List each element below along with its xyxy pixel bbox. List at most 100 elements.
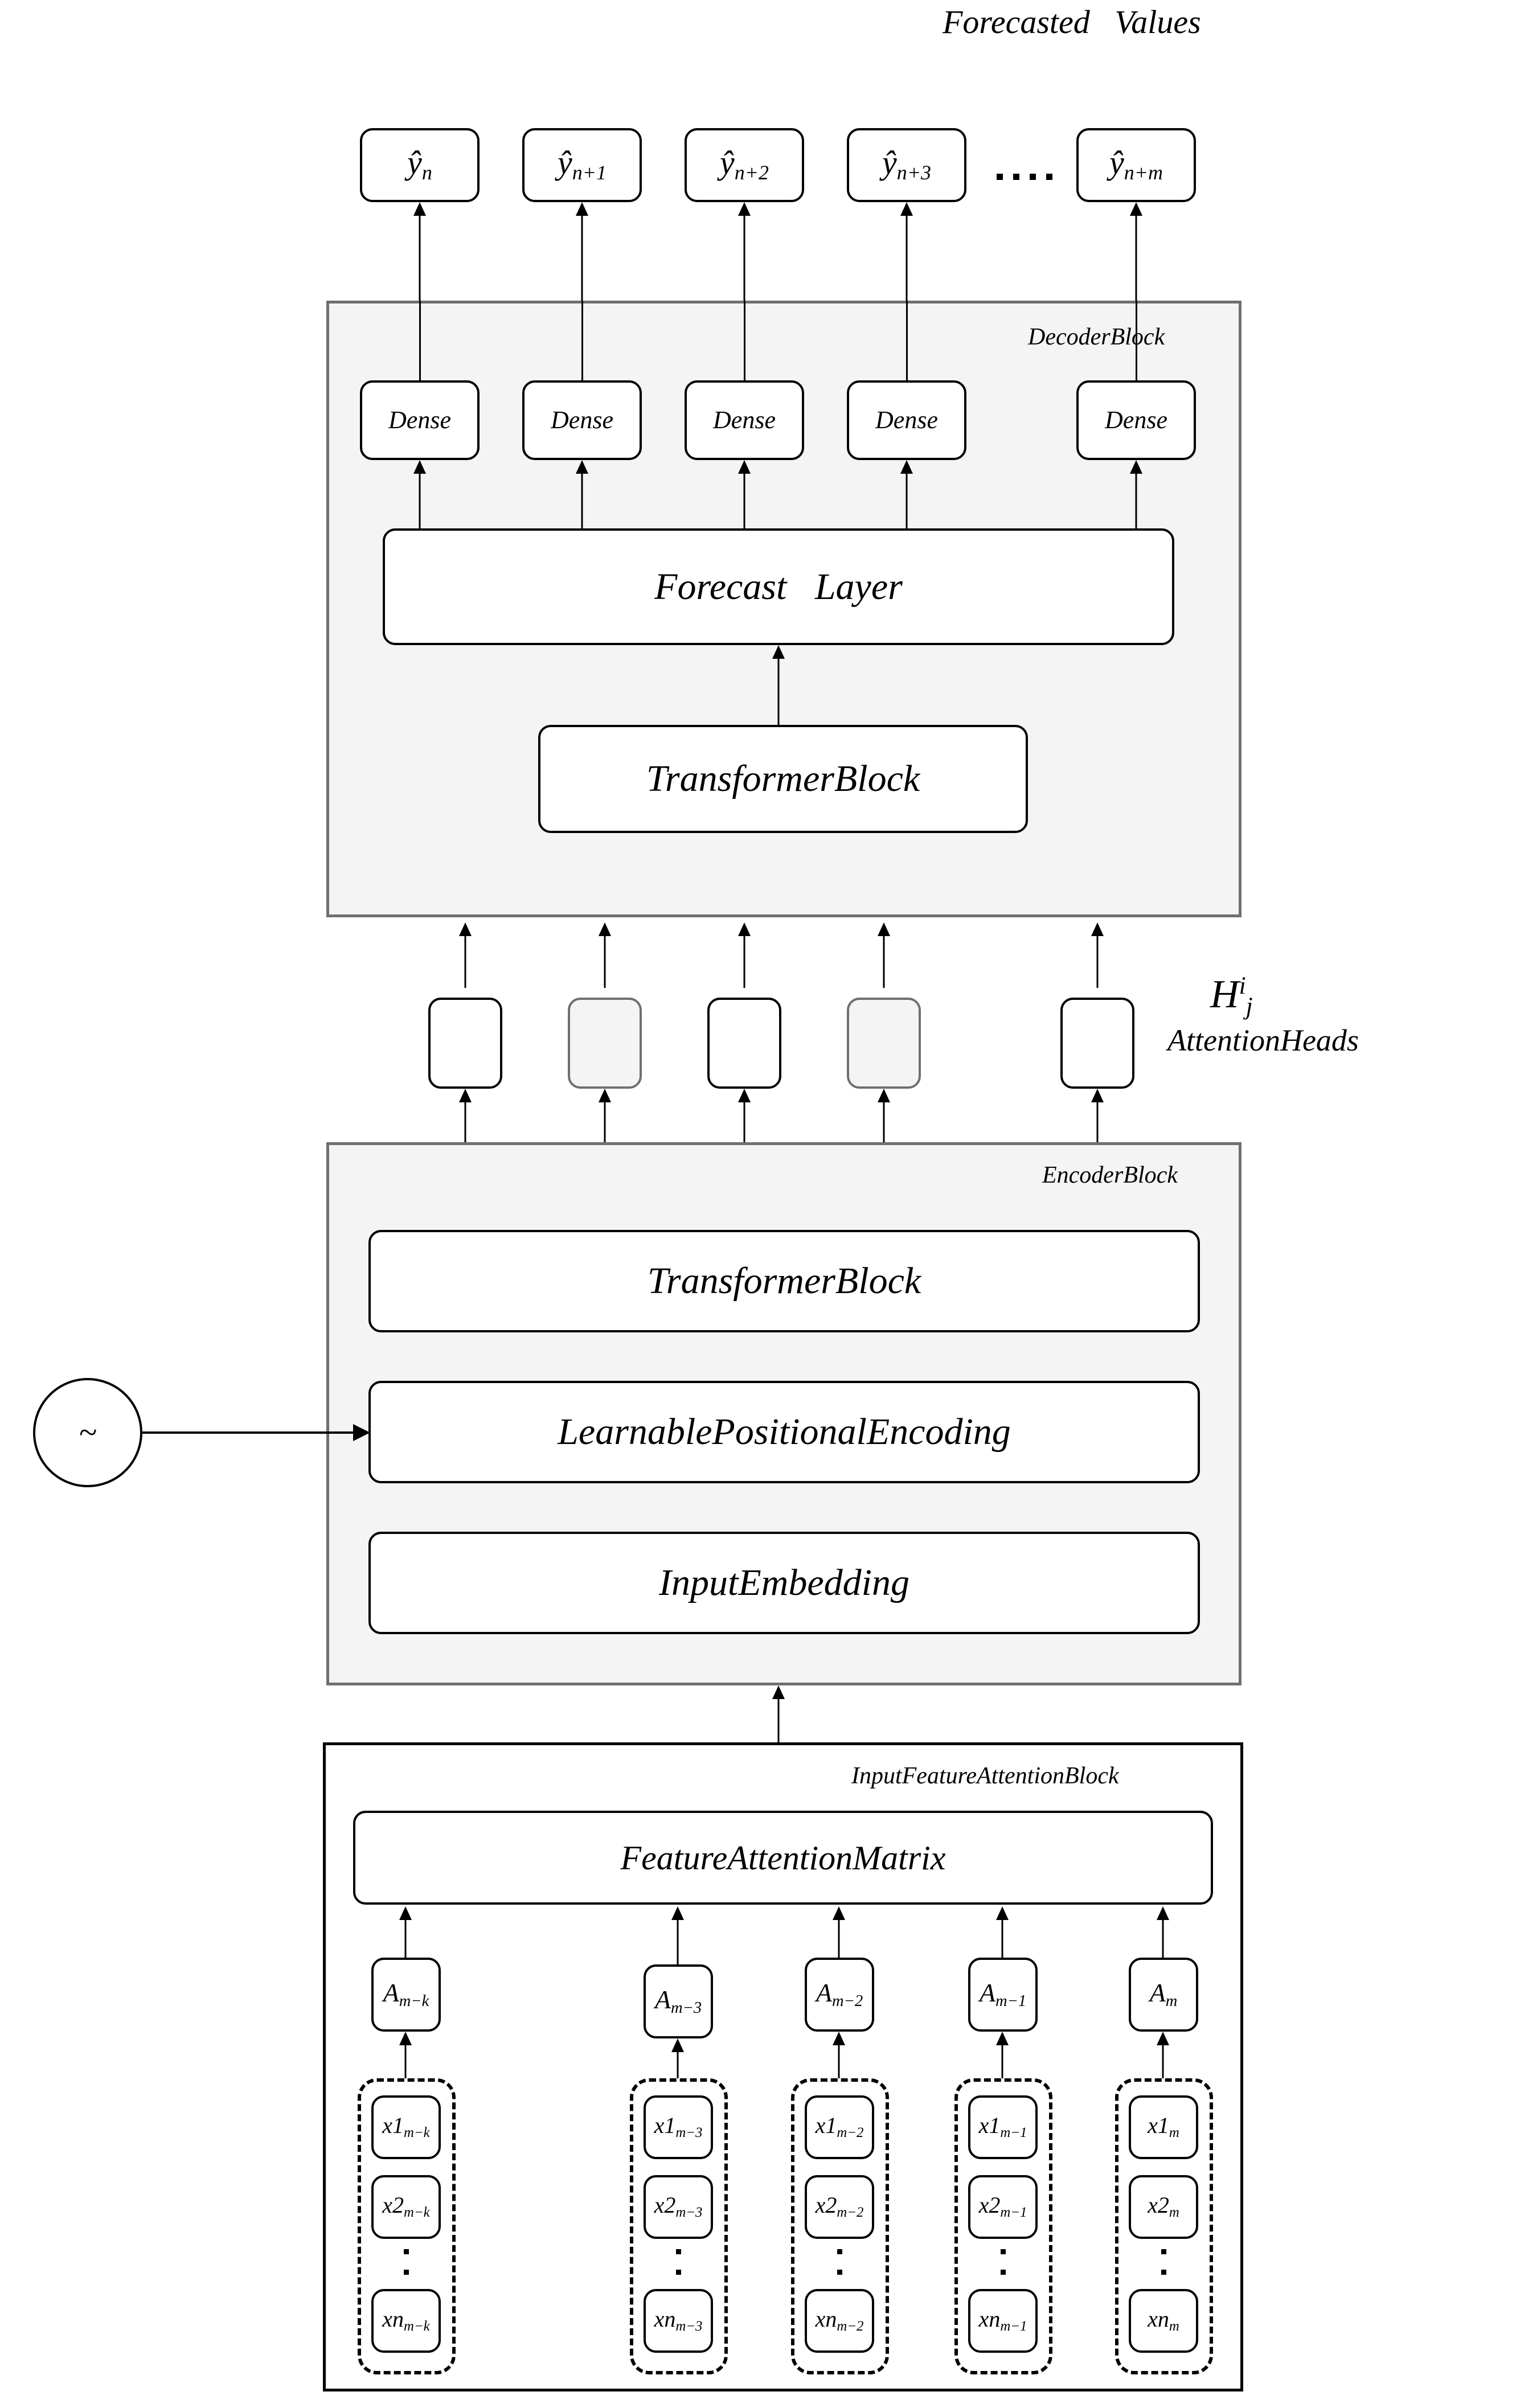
attention-symbol-base: H [1210, 972, 1239, 1016]
feature-sub-0-1: m−k [404, 2205, 430, 2221]
line-dense-4-up [1136, 301, 1137, 380]
noise-symbol: ~ [79, 1414, 97, 1451]
line-dense-3-up [906, 301, 908, 380]
feature-label-3-1: x2 [978, 2192, 1001, 2218]
feature-sub-2-1: m−2 [837, 2205, 864, 2221]
feature-sub-2-2: m−2 [837, 2319, 864, 2335]
output-box-3: ŷn+3 [847, 128, 966, 202]
output-label-0: ŷ [407, 144, 422, 182]
a-box-2: Am−2 [805, 1958, 874, 2032]
feature-sub-2-0: m−2 [837, 2125, 864, 2141]
feature-box-1-2: xnm−3 [644, 2289, 713, 2353]
diagram-title: Forecasted Values [943, 3, 1201, 40]
feature-box-3-0: x1m−1 [968, 2095, 1038, 2159]
feature-label-0-0: x1 [382, 2112, 404, 2139]
feature-box-0-0: x1m−k [371, 2095, 441, 2159]
output-label-2: ŷ [720, 144, 735, 182]
feature-label-4-0: x1 [1148, 2112, 1169, 2139]
attention-head-symbol: Hij [1170, 934, 1253, 1059]
learnable-positional-encoding-label: LearnablePositionalEncoding [558, 1411, 1011, 1453]
output-sub-4: n+m [1124, 161, 1163, 184]
feature-label-0-2: xn [382, 2306, 404, 2332]
output-sub-2: n+2 [734, 161, 769, 184]
noise-circle: ~ [33, 1378, 142, 1487]
feature-sub-4-2: m [1169, 2319, 1179, 2335]
feature-sub-4-0: m [1169, 2125, 1179, 2141]
attention-head-4 [1060, 998, 1134, 1089]
output-ellipsis [997, 174, 1052, 180]
dense-label-4: Dense [1105, 406, 1167, 434]
feature-sub-3-0: m−1 [1000, 2125, 1027, 2141]
feature-box-0-1: x2m−k [371, 2175, 441, 2239]
attention-head-2 [707, 998, 781, 1089]
a-label-0: A [383, 1978, 399, 2007]
feature-sub-4-1: m [1169, 2205, 1179, 2221]
feature-sub-1-2: m−3 [675, 2319, 703, 2335]
feature-label-1-2: xn [654, 2306, 676, 2332]
attention-symbol-sub: j [1245, 992, 1253, 1020]
feature-box-4-0: x1m [1129, 2095, 1198, 2159]
feature-box-0-2: xnm−k [371, 2289, 441, 2353]
output-sub-3: n+3 [896, 161, 931, 184]
dense-label-3: Dense [875, 406, 938, 434]
decoder-transformer-block: TransformerBlock [538, 725, 1028, 833]
dense-box-3: Dense [847, 380, 966, 460]
a-label-3: A [979, 1978, 995, 2007]
attention-head-0 [428, 998, 502, 1089]
dense-label-2: Dense [713, 406, 776, 434]
input-feature-attention-block-title: InputFeatureAttentionBlock [851, 1763, 1119, 1789]
feature-vertical-dots-0 [403, 2249, 409, 2295]
feature-sub-0-0: m−k [404, 2125, 430, 2141]
output-box-1: ŷn+1 [522, 128, 642, 202]
input-embedding-box: InputEmbedding [368, 1532, 1200, 1634]
a-label-2: A [816, 1978, 832, 2007]
a-sub-0: m−k [399, 1992, 429, 2010]
feature-box-2-0: x1m−2 [805, 2095, 874, 2159]
decoder-transformer-label: TransformerBlock [646, 758, 920, 799]
output-label-1: ŷ [558, 144, 572, 182]
output-sub-1: n+1 [572, 161, 607, 184]
a-label-1: A [654, 1984, 671, 2014]
feature-box-2-1: x2m−2 [805, 2175, 874, 2239]
dense-box-0: Dense [360, 380, 480, 460]
feature-sub-3-1: m−1 [1000, 2205, 1027, 2221]
a-box-0: Am−k [371, 1958, 441, 2032]
feature-box-1-0: x1m−3 [644, 2095, 713, 2159]
feature-vertical-dots-3 [1000, 2249, 1006, 2295]
feature-label-1-0: x1 [654, 2112, 676, 2139]
encoder-transformer-label: TransformerBlock [647, 1260, 921, 1302]
dense-box-4: Dense [1076, 380, 1196, 460]
feature-vertical-dots-1 [675, 2249, 681, 2295]
output-label-3: ŷ [882, 144, 897, 182]
output-label-4: ŷ [1109, 144, 1124, 182]
feature-sub-1-1: m−3 [675, 2205, 703, 2221]
feature-label-4-2: xn [1148, 2306, 1169, 2332]
feature-box-4-2: xnm [1129, 2289, 1198, 2353]
a-sub-1: m−3 [671, 1999, 702, 2017]
feature-label-4-1: x2 [1148, 2192, 1169, 2218]
decoder-block-title: DecoderBlock [1028, 324, 1165, 350]
encoder-block-title: EncoderBlock [1042, 1162, 1178, 1188]
a-box-1: Am−3 [644, 1964, 713, 2038]
line-dense-0-up [419, 301, 421, 380]
feature-label-1-1: x2 [654, 2192, 676, 2218]
feature-label-2-0: x1 [815, 2112, 837, 2139]
line-dense-1-up [581, 301, 583, 380]
feature-box-4-1: x2m [1129, 2175, 1198, 2239]
feature-sub-0-2: m−k [404, 2319, 430, 2335]
feature-label-0-1: x2 [382, 2192, 404, 2218]
input-embedding-label: InputEmbedding [659, 1562, 909, 1603]
attention-symbol-sup: i [1239, 972, 1246, 999]
attention-head-1 [568, 998, 642, 1089]
feature-box-3-2: xnm−1 [968, 2289, 1038, 2353]
feature-sub-1-0: m−3 [675, 2125, 703, 2141]
dense-box-1: Dense [522, 380, 642, 460]
learnable-positional-encoding-box: LearnablePositionalEncoding [368, 1381, 1200, 1483]
feature-vertical-dots-4 [1161, 2249, 1166, 2295]
a-sub-4: m [1165, 1992, 1178, 2010]
forecast-layer-label: Forecast Layer [654, 565, 903, 608]
attention-heads-caption: AttentionHeads [1167, 1023, 1359, 1057]
feature-box-1-1: x2m−3 [644, 2175, 713, 2239]
dense-label-1: Dense [551, 406, 613, 434]
